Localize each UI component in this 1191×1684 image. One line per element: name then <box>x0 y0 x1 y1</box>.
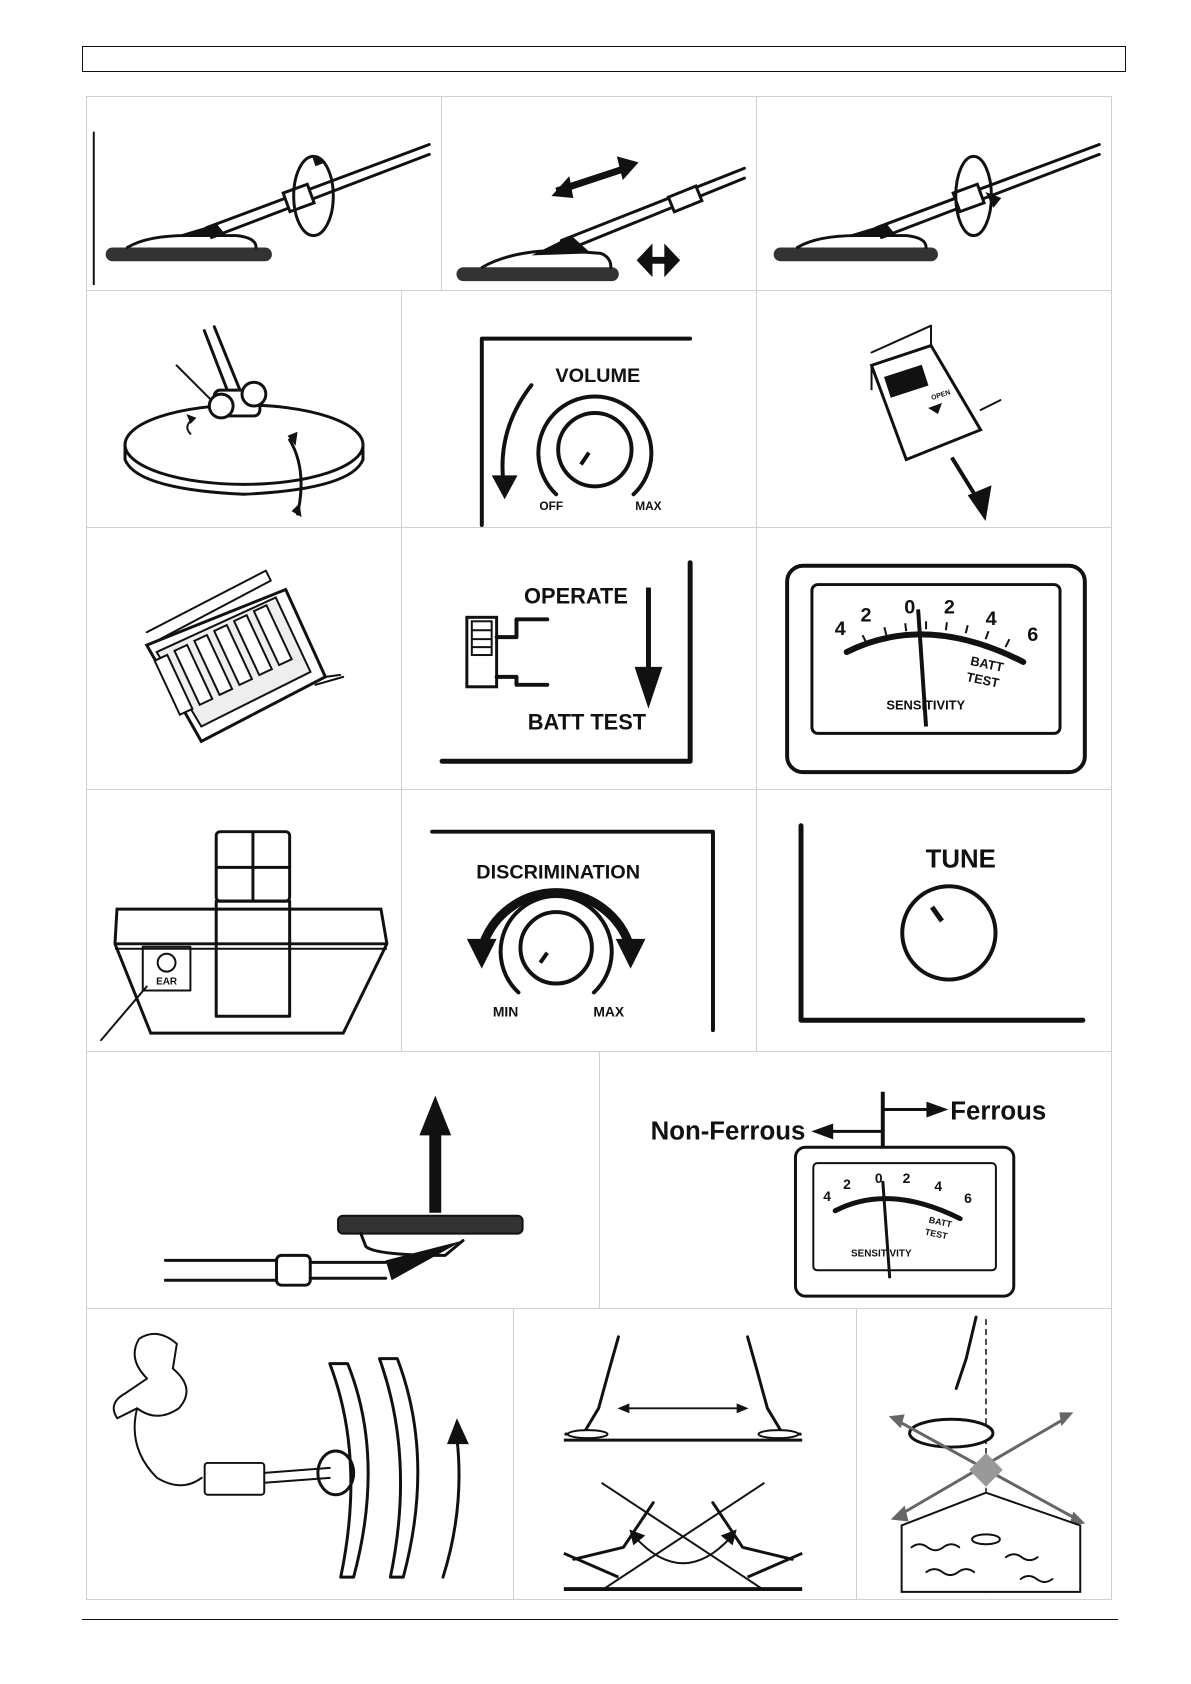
page-header-box <box>82 46 1126 72</box>
non-ferrous-label: Non-Ferrous <box>651 1117 806 1145</box>
figure-shaft-lock <box>756 96 1112 291</box>
ferrous-meter-scale-2-left: 2 <box>843 1176 851 1192</box>
batt-test-label: BATT TEST <box>528 709 647 734</box>
meter-scale-4-left: 4 <box>835 618 846 640</box>
volume-label: VOLUME <box>555 365 640 387</box>
volume-knob-icon <box>558 413 631 486</box>
meter-scale-2-right: 2 <box>944 596 955 618</box>
person-icon <box>114 1334 187 1418</box>
ferrous-meter-scale-2-right: 2 <box>903 1170 911 1186</box>
figure-shaft-rotate <box>86 96 442 291</box>
cross-out-icon <box>602 1483 763 1589</box>
ferrous-meter-scale-6: 6 <box>964 1190 972 1206</box>
ferrous-sensitivity-label: SENSITIVITY <box>851 1248 912 1259</box>
figure-discrimination-knob: DISCRIMINATION MIN MAX <box>401 789 757 1052</box>
turn-arrow-icon <box>502 385 531 484</box>
figure-pinpoint <box>856 1308 1112 1600</box>
ferrous-label: Ferrous <box>950 1097 1046 1125</box>
figure-coil-angle <box>86 290 402 528</box>
double-arrow-icon <box>551 156 638 198</box>
figure-battery-compartment <box>86 527 402 790</box>
meter-scale-4-right: 4 <box>986 608 997 630</box>
search-coil <box>106 247 272 261</box>
figure-battery-cover: OPEN <box>756 290 1112 528</box>
turn-arrow-icon <box>482 893 631 949</box>
tune-label: TUNE <box>926 845 996 873</box>
cross-out-icon <box>604 1483 765 1589</box>
figure-sensitivity-meter: 4 2 0 2 4 6 BATT TEST SENSITIVITY <box>756 527 1112 790</box>
disc-max-label: MAX <box>593 1003 625 1019</box>
page-footer-line <box>82 1619 1118 1620</box>
double-arrow-icon <box>637 243 681 277</box>
figure-earphone-jack: EAR <box>86 789 402 1052</box>
tilt-arrow-icon <box>290 440 301 514</box>
ferrous-meter-test-label: TEST <box>924 1227 949 1242</box>
detector-icon <box>748 1337 801 1434</box>
tune-knob-icon <box>902 886 995 979</box>
ear-label: EAR <box>156 977 177 988</box>
discrimination-knob-icon <box>520 912 591 983</box>
sweep-band <box>379 1359 417 1577</box>
off-label: OFF <box>539 499 563 513</box>
figure-volume-knob: VOLUME OFF MAX <box>401 290 757 528</box>
operate-label: OPERATE <box>524 583 628 608</box>
figure-coil-level <box>513 1308 857 1600</box>
up-arrow-icon <box>443 1438 459 1577</box>
figure-coil-lift <box>86 1051 600 1309</box>
meter-scale-2-left: 2 <box>861 604 872 626</box>
detector-icon <box>566 1337 619 1434</box>
min-label: MIN <box>493 1003 518 1019</box>
meter-needle <box>883 1181 890 1278</box>
ferrous-meter-scale-4-right: 4 <box>934 1178 942 1194</box>
figure-operate-switch: OPERATE BATT TEST <box>401 527 757 790</box>
sweep-band <box>330 1364 368 1578</box>
meter-scale-6: 6 <box>1027 624 1038 646</box>
max-label: MAX <box>635 499 661 513</box>
figure-tune-knob: TUNE <box>756 789 1112 1052</box>
figure-sweep-pattern <box>86 1308 514 1600</box>
figure-ferrous-meter: Non-Ferrous Ferrous 4 2 0 2 4 6 BATT TES… <box>599 1051 1112 1309</box>
meter-scale-0: 0 <box>904 596 915 618</box>
ferrous-meter-scale-4-left: 4 <box>823 1188 831 1204</box>
knob-icon <box>209 394 233 418</box>
figure-shaft-adjust <box>441 96 757 291</box>
discrimination-label: DISCRIMINATION <box>476 861 640 883</box>
